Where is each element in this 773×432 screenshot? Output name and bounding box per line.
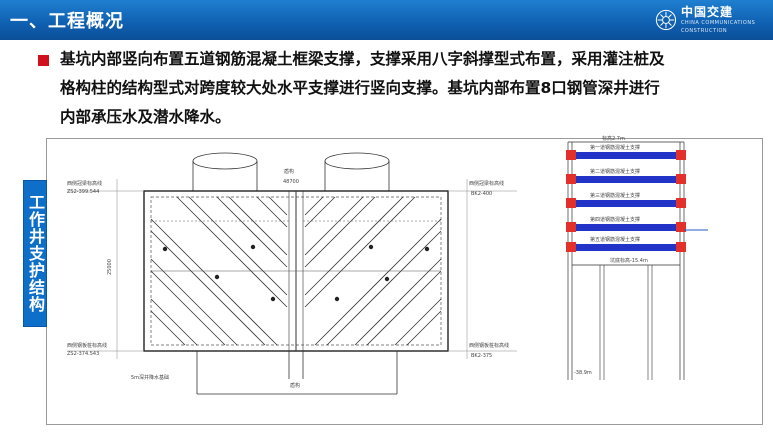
logo-text: 中国交建	[680, 5, 733, 19]
plan-label-left-bottom: 西侧钢板桩标高线	[67, 342, 107, 349]
side-label-box: 工作井支护结构	[23, 180, 47, 327]
bottom-extension	[196, 351, 398, 395]
plan-label-right-top: 西侧冠梁标高线	[469, 180, 504, 187]
section-label-top: 标高2.7m	[602, 135, 625, 142]
section-label-strut-5: 第五道钢筋混凝土支撑	[590, 236, 640, 243]
plan-label-left-bottom-value: ZS2-374.543	[67, 351, 99, 357]
section-label-strut-4: 第四道钢筋混凝土支撑	[590, 216, 640, 223]
plan-label-left-top: 西侧冠梁标高线	[67, 180, 102, 187]
section-label-pile-base: -38.9m	[574, 370, 592, 376]
plan-label-bottom-note: 5m深井降水基础	[131, 374, 169, 381]
section-label-strut-3: 第三道钢筋混凝土支撑	[590, 192, 640, 199]
plan-drawing: 盾构 48700 西侧冠梁标高线 ZS2-399.544 西侧冠梁标高线 BK2…	[67, 152, 517, 395]
header-bar: 一、工程概况 中国交建 CHINA COMMUNICATIONS CONSTRU…	[0, 0, 773, 40]
plan-label-right-top-value: BK2-400	[471, 191, 492, 197]
body-line-2: 格构柱的结构型式对跨度较大处水平支撑进行竖向支撑。基坑内部布置8口钢管深井进行	[60, 79, 660, 97]
section-label-base: 坑底标高-15.4m	[610, 257, 648, 264]
section-drawing: 标高2.7m 第一道钢筋混凝土支撑 第二道钢筋混凝土支撑 第三道钢筋混凝土支撑 …	[566, 135, 708, 380]
section-struts	[566, 150, 686, 252]
section-label-strut-2: 第二道钢筋混凝土支撑	[590, 168, 640, 175]
plan-label-top-dim: 48700	[283, 179, 299, 185]
strut-diagonals-left	[150, 196, 288, 346]
logo-subtext: CHINA COMMUNICATIONS CONSTRUCTION	[680, 20, 756, 34]
section-label-strut-1: 第一道钢筋混凝土支撑	[590, 144, 640, 151]
pile-markers	[162, 244, 430, 302]
bullet-marker	[38, 55, 49, 66]
body-line-3: 内部承压水及潜水降水。	[60, 108, 231, 126]
strut-diagonals-right	[304, 196, 442, 346]
cccc-logo-icon	[655, 9, 677, 31]
body-paragraph: 基坑内部竖向布置五道钢筋混凝土框梁支撑，支撑采用八字斜撑型式布置，采用灌注桩及 …	[60, 45, 765, 132]
grid-lines	[67, 179, 517, 359]
body-line-1: 基坑内部竖向布置五道钢筋混凝土框梁支撑，支撑采用八字斜撑型式布置，采用灌注桩及	[60, 50, 665, 68]
plan-label-left-dim: 25000	[107, 259, 113, 275]
company-logo: 中国交建 CHINA COMMUNICATIONS CONSTRUCTION	[655, 2, 765, 38]
section-piles	[599, 265, 653, 380]
plan-label-bottom-center: 盾构	[290, 382, 300, 389]
slide-title: 一、工程概况	[10, 11, 124, 32]
plan-label-left-top-value: ZS2-399.544	[67, 189, 99, 195]
plan-label-right-bottom-value: BK2-375	[471, 353, 492, 359]
plan-label-top-center: 盾构	[284, 168, 294, 175]
plan-label-right-bottom: 西侧钢板桩标高线	[469, 342, 509, 349]
side-label: 工作井支护结构	[26, 194, 45, 313]
drawing-frame	[46, 138, 763, 425]
tie-lines	[151, 220, 441, 272]
shield-shafts	[192, 152, 390, 191]
